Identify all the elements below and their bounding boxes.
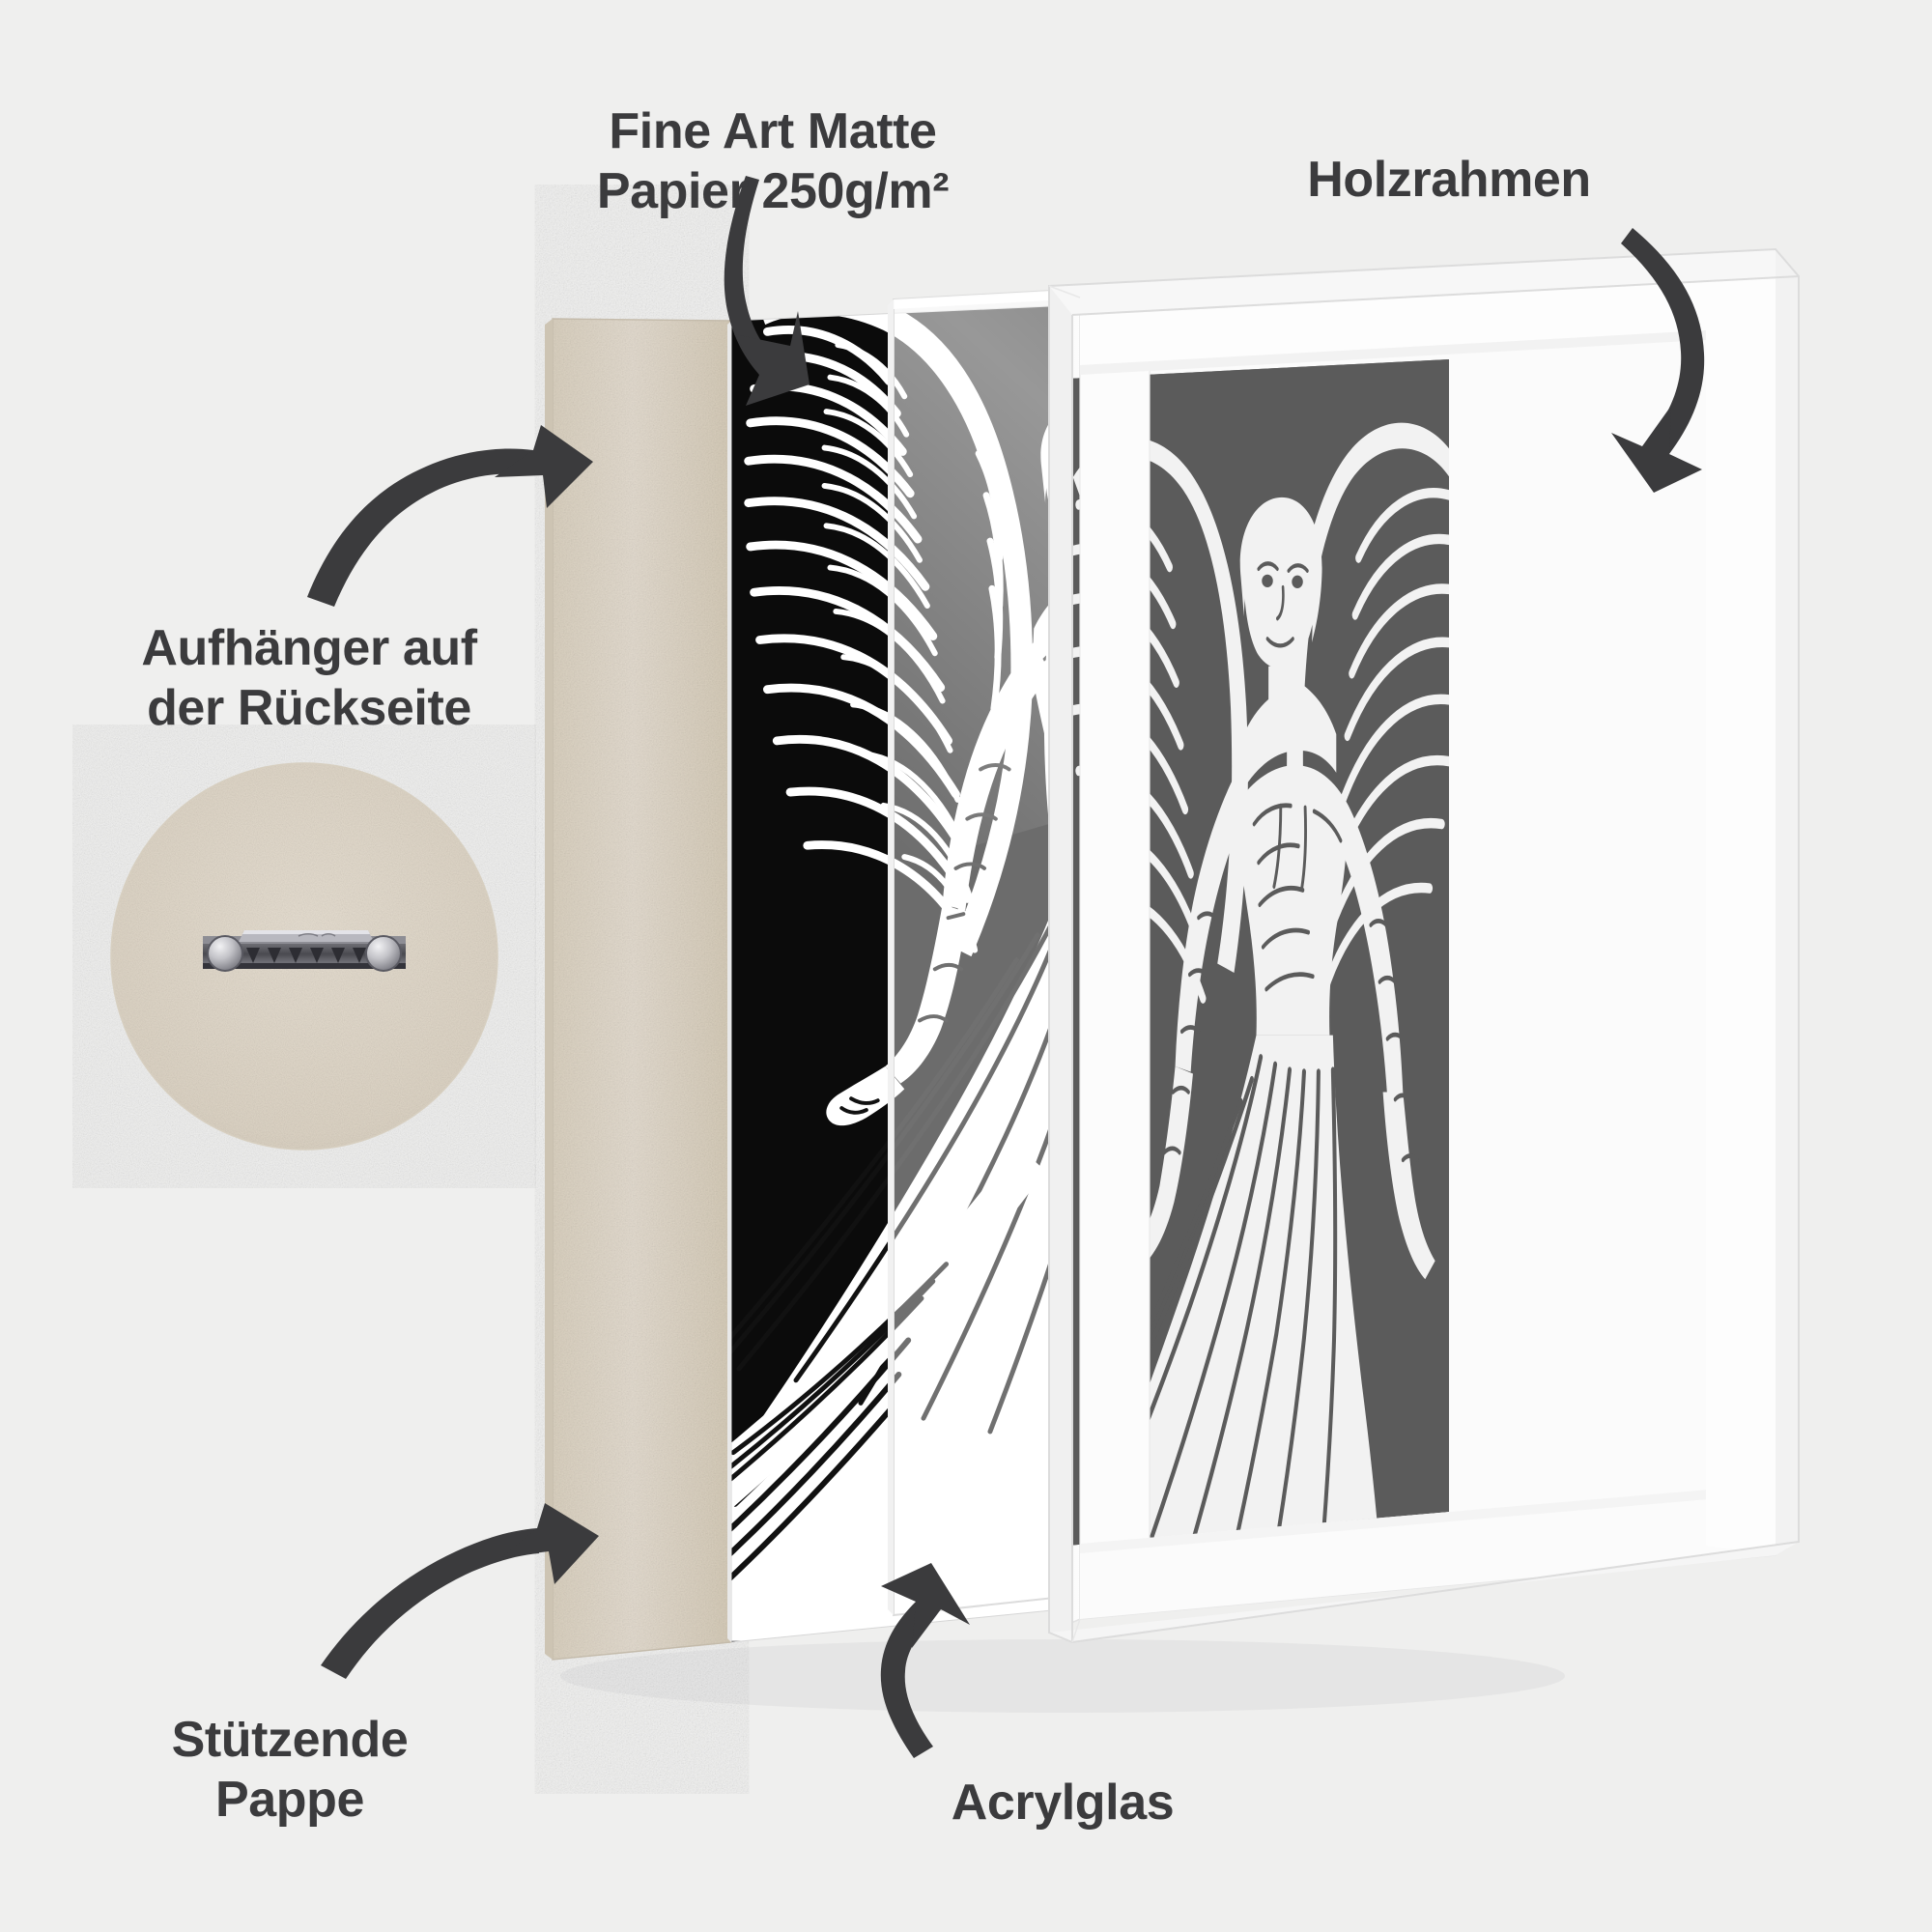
annotation-arrows (307, 176, 1705, 1758)
arrow-hanger-icon (307, 425, 593, 607)
sawtooth-hanger-bracket (203, 930, 406, 972)
label-frame: Holzrahmen (1307, 152, 1591, 208)
label-cardboard: Stützende Pappe (171, 1712, 409, 1829)
label-paper: Fine Art Matte Papier 250g/m² (596, 103, 950, 220)
backboard-layer (545, 318, 732, 1661)
arrow-frame-icon (1611, 228, 1705, 493)
arrow-acrylic-icon (880, 1563, 970, 1758)
hanger-circle (110, 762, 498, 1151)
label-acrylic: Acrylglas (951, 1775, 1175, 1831)
label-hanger: Aufhänger auf der Rückseite (141, 620, 477, 737)
arrow-cardboard-icon (321, 1503, 599, 1679)
arrow-paper-icon (724, 176, 810, 406)
wood-frame-layer (1048, 247, 1800, 1644)
ground-shadow (560, 1639, 1565, 1713)
